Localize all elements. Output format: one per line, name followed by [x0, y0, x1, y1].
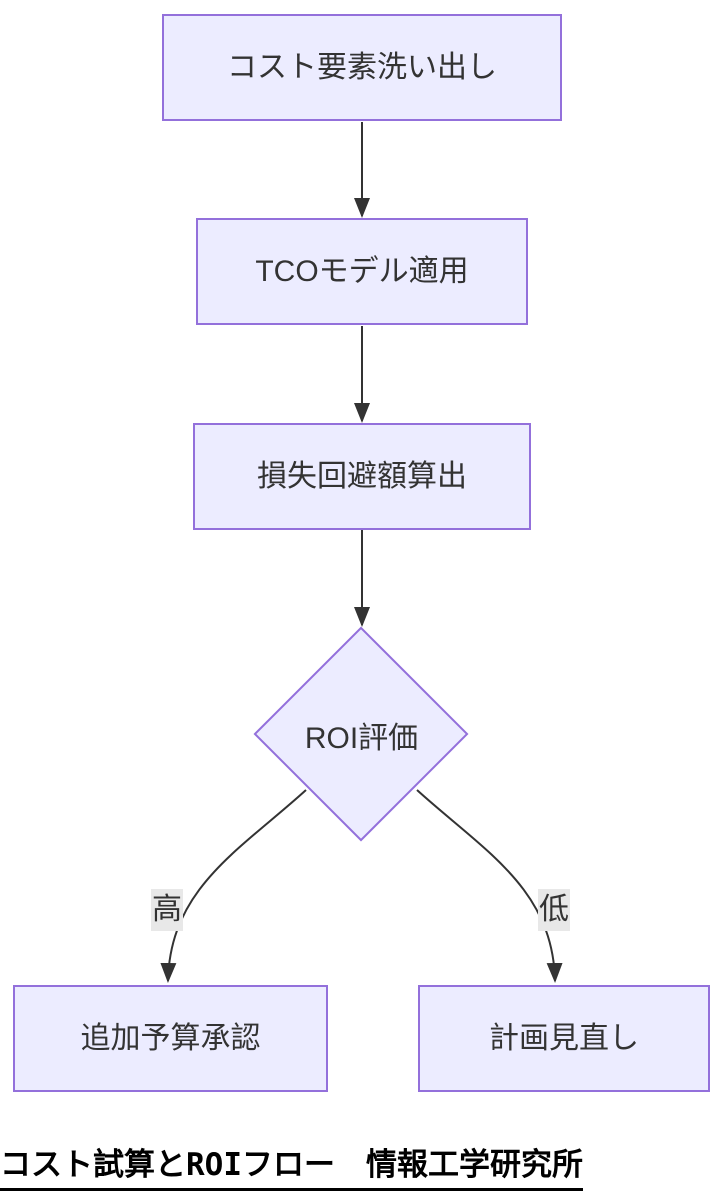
node-roi-decision-label: ROI評価: [304, 721, 419, 755]
node-loss-avoidance: 損失回避額算出: [193, 423, 531, 530]
diagram-caption: コスト試算とROIフロー 情報工学研究所: [0, 1139, 583, 1191]
edge-d-to-f-low: [416, 789, 563, 983]
node-budget-approval: 追加予算承認: [13, 985, 328, 1092]
edge-label-low: 低: [538, 889, 570, 931]
node-tco-model-label: TCOモデル適用: [255, 254, 469, 288]
diagram-caption-text: コスト試算とROIフロー 情報工学研究所: [0, 1139, 583, 1191]
node-budget-approval-label: 追加予算承認: [80, 1021, 261, 1055]
edge-label-high: 高: [151, 889, 183, 931]
node-tco-model: TCOモデル適用: [196, 218, 528, 325]
node-plan-review-label: 計画見直し: [489, 1021, 639, 1055]
node-cost-elements-label: コスト要素洗い出し: [227, 50, 497, 84]
node-cost-elements: コスト要素洗い出し: [162, 14, 562, 121]
node-roi-decision: ROI評価: [261, 658, 462, 811]
node-loss-avoidance-label: 損失回避額算出: [257, 459, 467, 493]
node-plan-review: 計画見直し: [418, 985, 710, 1092]
edge-d-to-e-high: [160, 789, 307, 983]
